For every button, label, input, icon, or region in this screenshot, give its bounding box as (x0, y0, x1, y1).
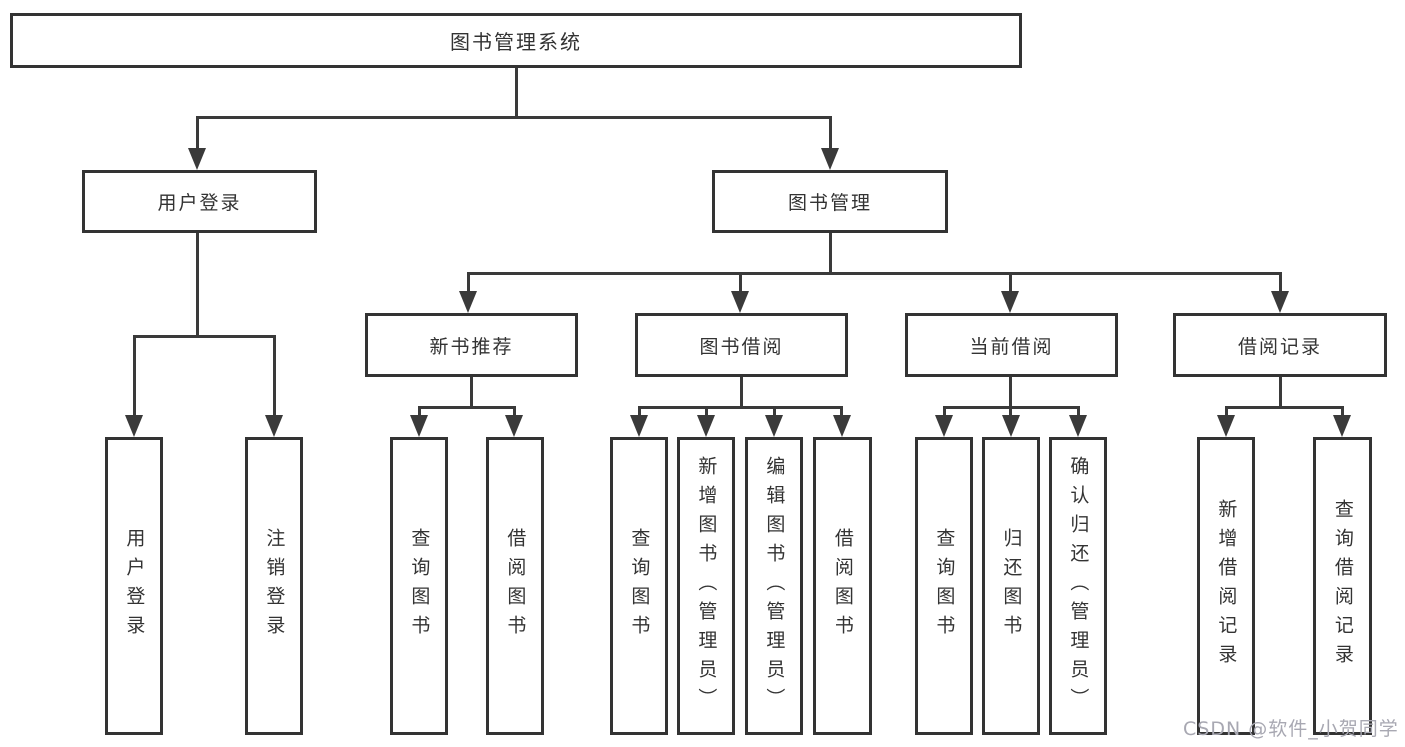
connector-rail (638, 406, 843, 409)
csdn-watermark: CSDN @软件_小贺同学 (1183, 718, 1399, 740)
connector-stem (470, 377, 473, 409)
leaf-query-books-recommend-label: 查询图书 (408, 528, 431, 644)
connector-stem (513, 406, 516, 418)
connector-stem (1009, 377, 1012, 409)
node-book-management: 图书管理 (712, 170, 948, 233)
leaf-add-borrow-record-label: 新增借阅记录 (1215, 499, 1238, 673)
arrow-down-icon (833, 415, 851, 437)
arrow-down-icon (765, 415, 783, 437)
arrow-down-icon (505, 415, 523, 437)
node-new-book-recommend: 新书推荐 (365, 313, 578, 377)
connector-stem (739, 272, 742, 292)
connector-level2-rail (196, 116, 832, 119)
connector-stem (418, 406, 421, 418)
node-user-login: 用户登录 (82, 170, 317, 233)
arrow-down-icon (1069, 415, 1087, 437)
leaf-query-books-borrowing: 查询图书 (610, 437, 668, 735)
node-root: 图书管理系统 (10, 13, 1022, 68)
leaf-borrow-books-label: 借阅图书 (831, 528, 854, 644)
connector-stem-book-mgmt (829, 116, 832, 150)
arrow-down-icon (821, 148, 839, 170)
leaf-return-books-label: 归还图书 (1000, 528, 1023, 644)
connector-stem (133, 335, 136, 417)
leaf-query-books-recommend: 查询图书 (390, 437, 448, 735)
connector-stem (1279, 377, 1282, 409)
connector-rail (1225, 406, 1344, 409)
leaf-query-books-current: 查询图书 (915, 437, 973, 735)
connector-stem (705, 406, 708, 418)
node-current-borrowing-label: 当前借阅 (969, 335, 1054, 358)
node-book-borrowing: 图书借阅 (635, 313, 848, 377)
leaf-confirm-return-admin: 确认归还（管理员） (1049, 437, 1107, 735)
leaf-query-books-current-label: 查询图书 (933, 528, 956, 644)
arrow-down-icon (188, 148, 206, 170)
leaf-add-books-admin: 新增图书（管理员） (677, 437, 735, 735)
arrow-down-icon (731, 291, 749, 313)
connector-stem (1009, 406, 1012, 418)
connector-stem (943, 406, 946, 418)
arrow-down-icon (1333, 415, 1351, 437)
arrow-down-icon (459, 291, 477, 313)
arrow-down-icon (265, 415, 283, 437)
connector-stem (1009, 272, 1012, 292)
arrow-down-icon (125, 415, 143, 437)
connector-user-login-rail (133, 335, 276, 338)
leaf-return-books: 归还图书 (982, 437, 1040, 735)
connector-root-stem (515, 68, 518, 118)
node-book-management-label: 图书管理 (787, 192, 872, 214)
leaf-confirm-return-admin-label: 确认归还（管理员） (1067, 455, 1090, 717)
leaf-logout-label: 注销登录 (263, 528, 286, 644)
connector-stem-user-login (196, 116, 199, 150)
connector-stem (1225, 406, 1228, 418)
leaf-query-books-borrowing-label: 查询图书 (628, 528, 651, 644)
node-borrowing-records-label: 借阅记录 (1237, 335, 1322, 358)
connector-book-mgmt-stem (829, 233, 832, 274)
leaf-borrow-books: 借阅图书 (813, 437, 872, 735)
node-book-borrowing-label: 图书借阅 (699, 335, 784, 358)
leaf-borrow-books-recommend: 借阅图书 (486, 437, 544, 735)
connector-stem (273, 335, 276, 417)
leaf-query-borrow-record: 查询借阅记录 (1313, 437, 1372, 735)
connector-stem (740, 377, 743, 409)
leaf-add-books-admin-label: 新增图书（管理员） (695, 455, 718, 717)
connector-stem (1279, 272, 1282, 292)
connector-stem (1077, 406, 1080, 418)
leaf-edit-books-admin: 编辑图书（管理员） (745, 437, 803, 735)
node-new-book-recommend-label: 新书推荐 (429, 335, 514, 358)
connector-stem (1341, 406, 1344, 418)
node-user-login-label: 用户登录 (157, 192, 242, 214)
leaf-add-borrow-record: 新增借阅记录 (1197, 437, 1255, 735)
leaf-user-login-label: 用户登录 (123, 528, 146, 644)
leaf-borrow-books-recommend-label: 借阅图书 (504, 528, 527, 644)
connector-level3-rail (467, 272, 1282, 275)
node-root-label: 图书管理系统 (450, 30, 582, 54)
node-borrowing-records: 借阅记录 (1173, 313, 1387, 377)
arrow-down-icon (1002, 415, 1020, 437)
connector-user-login-stem (196, 233, 199, 338)
leaf-user-login: 用户登录 (105, 437, 163, 735)
connector-stem (638, 406, 641, 418)
node-current-borrowing: 当前借阅 (905, 313, 1118, 377)
arrow-down-icon (410, 415, 428, 437)
arrow-down-icon (630, 415, 648, 437)
arrow-down-icon (1001, 291, 1019, 313)
connector-stem (467, 272, 470, 292)
arrow-down-icon (697, 415, 715, 437)
leaf-query-borrow-record-label: 查询借阅记录 (1331, 499, 1354, 673)
connector-stem (840, 406, 843, 418)
arrow-down-icon (1217, 415, 1235, 437)
leaf-edit-books-admin-label: 编辑图书（管理员） (763, 455, 786, 717)
connector-rail (418, 406, 516, 409)
connector-stem (773, 406, 776, 418)
arrow-down-icon (935, 415, 953, 437)
leaf-logout: 注销登录 (245, 437, 303, 735)
arrow-down-icon (1271, 291, 1289, 313)
